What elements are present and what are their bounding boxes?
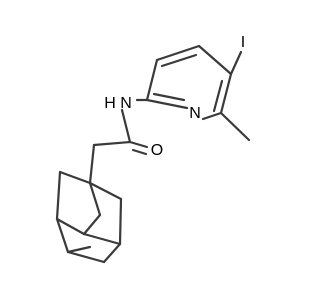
bond — [197, 44, 233, 76]
bond — [55, 170, 62, 221]
bond — [118, 197, 123, 246]
bond — [120, 108, 132, 144]
bond — [219, 111, 251, 142]
bond — [55, 217, 70, 254]
atom-label-pyridine-nitrogen: N — [189, 105, 201, 122]
atom-label-iodine: I — [241, 34, 245, 51]
bond — [92, 140, 132, 147]
bond — [66, 250, 106, 264]
bond — [229, 50, 243, 76]
bond — [102, 242, 122, 264]
bond — [131, 148, 148, 156]
bond — [160, 53, 198, 68]
bond — [88, 181, 102, 217]
bond — [66, 245, 92, 254]
atom-label-amide-hydrogen: H — [104, 95, 116, 112]
bond — [152, 92, 186, 102]
atom-labels: I N H N O — [104, 34, 245, 159]
bond — [128, 140, 149, 149]
bonds — [55, 44, 251, 264]
bond — [219, 72, 233, 115]
bond — [82, 213, 102, 236]
bond — [82, 232, 122, 246]
bond — [145, 58, 159, 102]
atom-label-amide-nitrogen: N — [120, 95, 132, 112]
atom-label-oxygen: O — [151, 142, 163, 159]
bond — [58, 170, 92, 185]
bond — [212, 79, 224, 113]
bond — [88, 143, 96, 185]
bond — [55, 217, 86, 236]
bond — [145, 98, 189, 110]
bond — [201, 111, 223, 121]
molecule-structure-diagram: I N H N O — [55, 34, 251, 264]
bond — [88, 181, 123, 201]
bond — [155, 44, 201, 62]
